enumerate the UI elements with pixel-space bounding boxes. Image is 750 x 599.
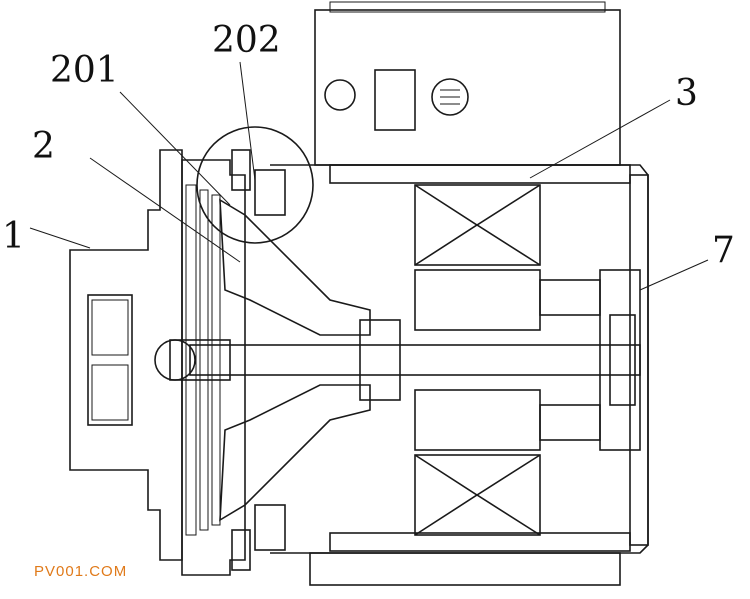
- detail-circle: [196, 126, 314, 244]
- end-bearing-housing: [599, 269, 641, 451]
- seal-assembly: [196, 126, 314, 571]
- stator-windings: [414, 184, 541, 536]
- label-part-3: 3: [675, 73, 698, 114]
- label-part-7: 7: [712, 230, 735, 271]
- pump-housing: [181, 159, 246, 576]
- watermark-text: PV001.COM: [34, 563, 128, 580]
- impeller-cone: [154, 198, 371, 522]
- label-part-2: 2: [32, 126, 55, 167]
- inlet-flange: [69, 149, 183, 561]
- label-part-1: 1: [2, 216, 25, 257]
- label-part-201: 201: [50, 50, 119, 91]
- motor-casing: [270, 164, 649, 554]
- leader-lines: [29, 61, 709, 291]
- terminal-box: [314, 1, 621, 166]
- label-part-202: 202: [212, 20, 281, 61]
- base-feet: [309, 552, 621, 586]
